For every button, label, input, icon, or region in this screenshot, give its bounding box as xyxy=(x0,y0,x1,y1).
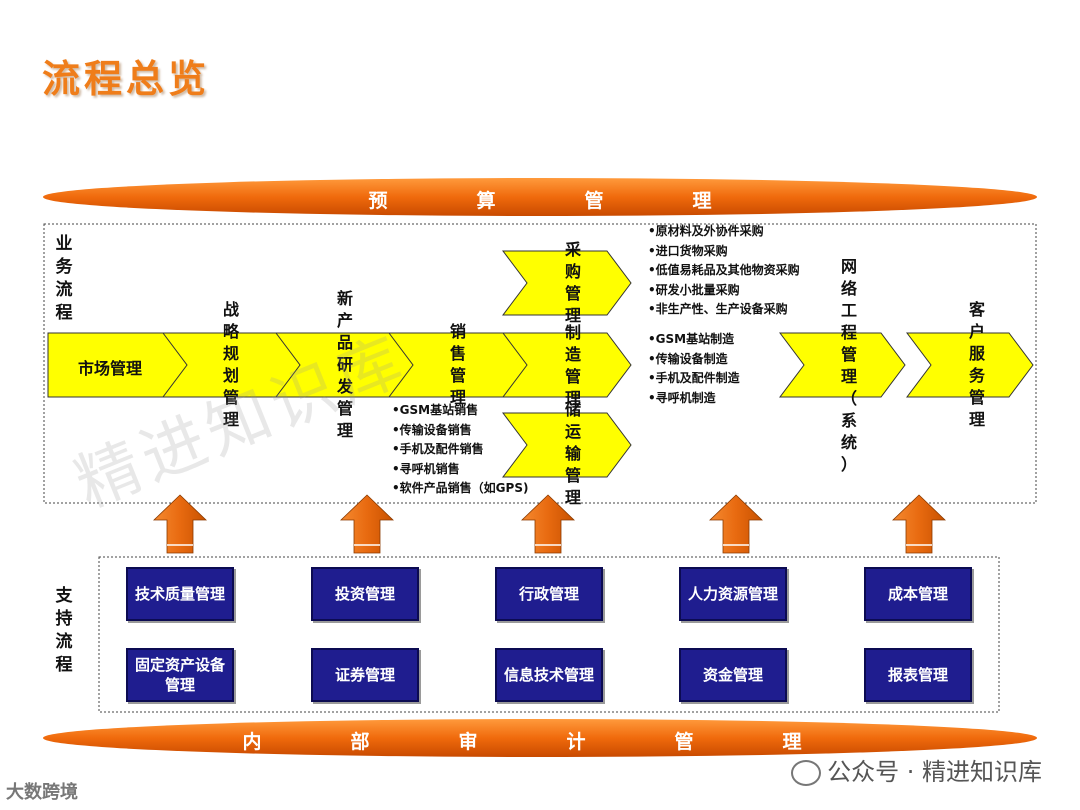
customer-label: 客户服 务管理 xyxy=(968,300,985,429)
audit-char-1: 内 xyxy=(242,731,262,753)
support-box-securities: 证券管理 xyxy=(311,648,419,702)
footer-account: 公众号 · 精进知识库 xyxy=(791,752,1042,787)
budget-char-3: 管 xyxy=(584,190,604,212)
list-item: 手机及配件销售 xyxy=(392,440,528,460)
support-box-tech-quality: 技术质量管理 xyxy=(126,567,234,621)
procure-label: 采购 管理 xyxy=(564,240,581,325)
list-item: 软件产品销售（如GPS) xyxy=(392,479,529,499)
budget-char-1: 预 xyxy=(368,190,388,212)
list-item: 非生产性、生产设备采购 xyxy=(648,300,800,320)
up-arrow-4 xyxy=(709,494,763,554)
budget-bar xyxy=(43,178,1037,216)
business-process-label: 业务 流程 xyxy=(55,234,73,323)
business-frame xyxy=(43,223,1037,504)
page-title: 流程总览 xyxy=(42,56,211,101)
list-item: 原材料及外协件采购 xyxy=(648,222,800,242)
support-box-funds: 资金管理 xyxy=(679,648,787,702)
support-box-cost: 成本管理 xyxy=(864,567,972,621)
audit-char-4: 计 xyxy=(566,731,586,753)
list-item: 手机及配件制造 xyxy=(648,369,740,389)
list-item: GSM基站制造 xyxy=(648,330,740,350)
support-box-fixed-assets: 固定资产设备管理 xyxy=(126,648,234,702)
procure-items-list: 原材料及外协件采购 进口货物采购 低值易耗品及其他物资采购 研发小批量采购 非生… xyxy=(648,222,800,320)
sales-items-list: GSM基站销售 传输设备销售 手机及配件销售 寻呼机销售 软件产品销售（如GPS… xyxy=(392,401,529,499)
list-item: 低值易耗品及其他物资采购 xyxy=(648,261,800,281)
manufacture-label: 制造 管理 xyxy=(564,323,581,408)
audit-char-5: 管 xyxy=(674,731,694,753)
list-item: GSM基站销售 xyxy=(392,401,528,421)
support-box-reports: 报表管理 xyxy=(864,648,972,702)
strategy-label: 战略规 划管理 xyxy=(222,300,239,429)
chevron-customer xyxy=(906,332,1034,398)
chevron-procure xyxy=(502,250,632,316)
budget-char-4: 理 xyxy=(692,190,712,212)
support-box-admin: 行政管理 xyxy=(495,567,603,621)
list-item: 传输设备制造 xyxy=(648,350,740,370)
audit-bar xyxy=(43,719,1037,757)
up-arrow-5 xyxy=(892,494,946,554)
footer-brand: 大数跨境 xyxy=(6,782,78,803)
support-frame xyxy=(98,556,1000,713)
up-arrow-3 xyxy=(521,494,575,554)
new-product-label: 新产品 研发管 理 xyxy=(336,289,353,440)
list-item: 传输设备销售 xyxy=(392,421,528,441)
list-item: 进口货物采购 xyxy=(648,242,800,262)
market-management-label: 市场管理 xyxy=(77,359,142,378)
support-box-hr: 人力资源管理 xyxy=(679,567,787,621)
storage-label: 储运输 管理 xyxy=(564,400,581,507)
network-label: 网络工 程管理 （系统 ） xyxy=(840,257,857,474)
chevron-manufacture xyxy=(502,332,632,398)
manufacture-items-list: GSM基站制造 传输设备制造 手机及配件制造 寻呼机制造 xyxy=(648,330,740,408)
list-item: 寻呼机销售 xyxy=(392,460,528,480)
sales-label: 销售 管理 xyxy=(449,322,466,407)
list-item: 寻呼机制造 xyxy=(648,389,740,409)
list-item: 研发小批量采购 xyxy=(648,281,800,301)
support-box-investment: 投资管理 xyxy=(311,567,419,621)
budget-char-2: 算 xyxy=(476,190,496,212)
chevron-network xyxy=(779,332,906,398)
wechat-icon xyxy=(791,760,822,786)
up-arrow-1 xyxy=(153,494,207,554)
audit-char-6: 理 xyxy=(782,731,802,753)
up-arrow-2 xyxy=(340,494,394,554)
support-process-label: 支持 流程 xyxy=(55,586,73,675)
audit-char-3: 审 xyxy=(458,731,478,753)
audit-char-2: 部 xyxy=(350,731,370,753)
support-box-it: 信息技术管理 xyxy=(495,648,603,702)
